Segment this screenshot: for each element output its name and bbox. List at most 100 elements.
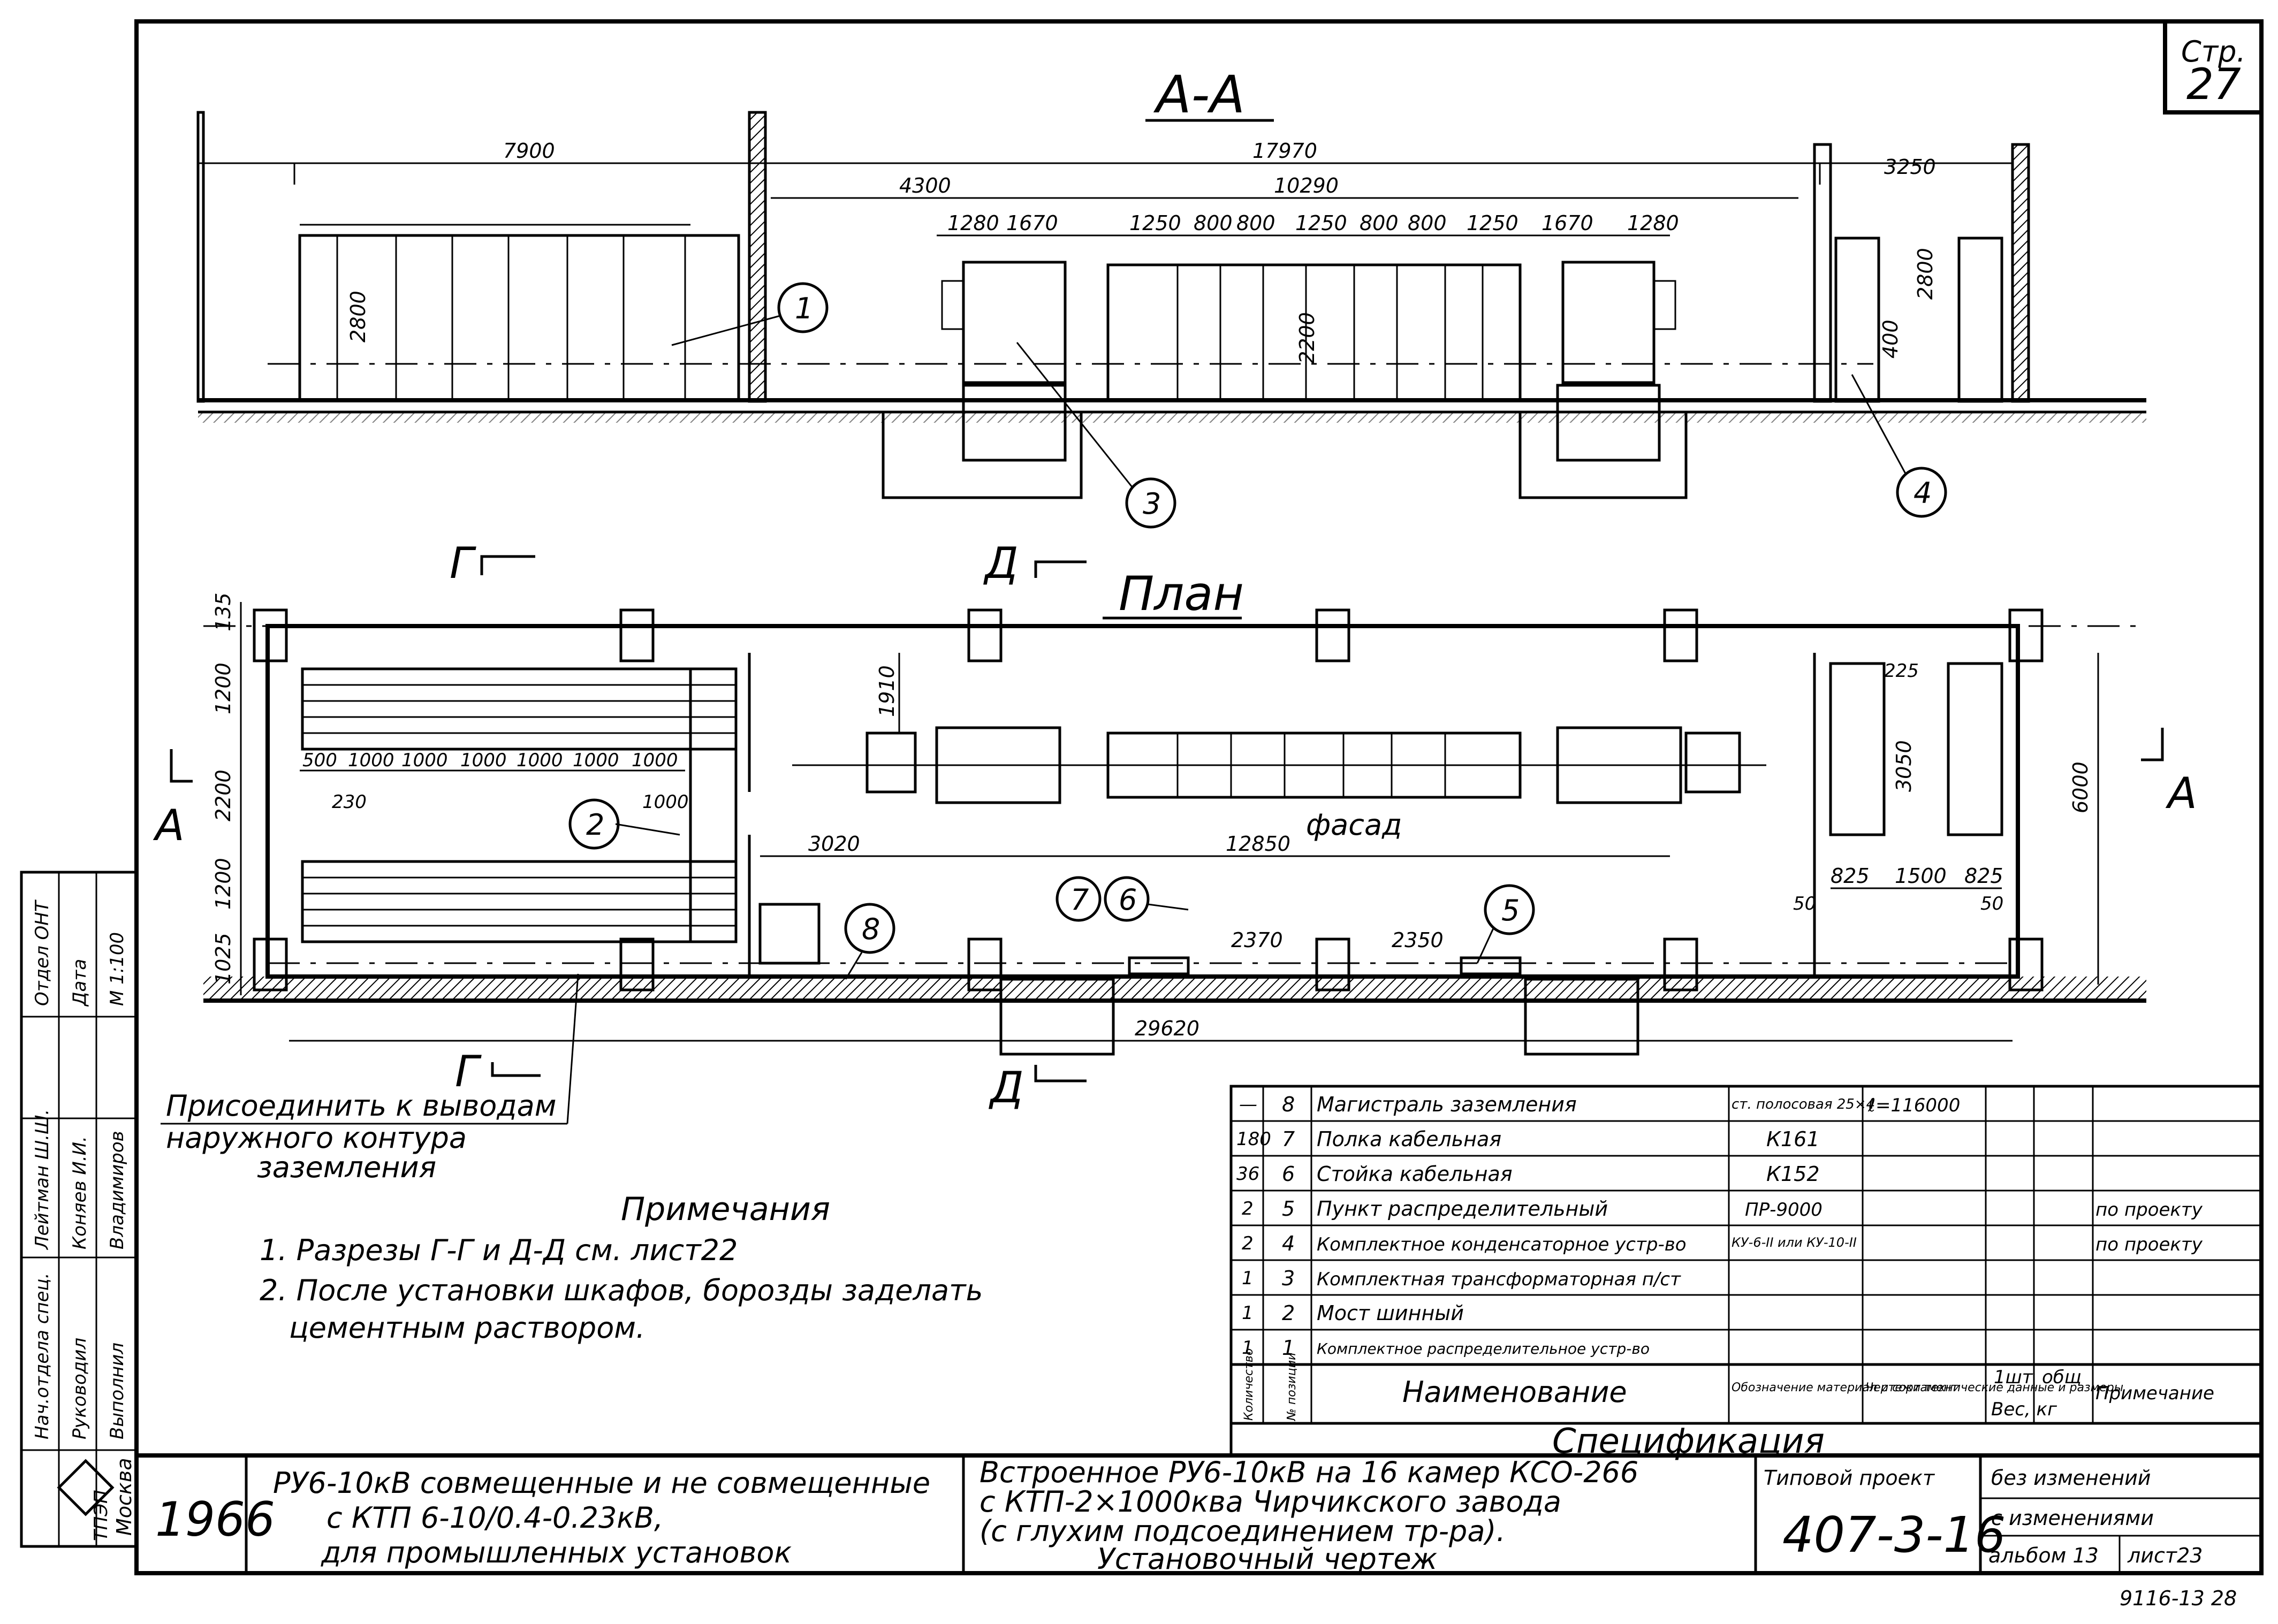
- row7-pos: 7: [1282, 1127, 1295, 1151]
- notes: Примечания 1. Разрезы Г-Г и Д-Д см. лист…: [260, 1191, 983, 1345]
- stamp-org: ТПЭП: [90, 1490, 112, 1541]
- dim-1250-c: 1250: [1467, 211, 1518, 235]
- row8-qty: —: [1239, 1094, 1257, 1115]
- dim-29620: 29620: [1135, 1017, 1199, 1040]
- dim-2800-right: 2800: [1913, 248, 1937, 300]
- row4-pos: 4: [1282, 1232, 1295, 1255]
- switchgear-row-1: [298, 224, 740, 402]
- spec-table: — 8 Магистраль заземления ст. полосовая …: [1229, 1085, 2263, 1461]
- header-designation: Обозначение материал и сортамент: [1732, 1381, 1959, 1394]
- row4-designation: КУ-6-II или КУ-10-II: [1732, 1235, 1857, 1250]
- facade-label: фасад: [1306, 808, 1402, 842]
- dim-1250-b: 1250: [1295, 211, 1347, 235]
- dim-1250-a: 1250: [1129, 211, 1181, 235]
- dim-225: 225: [1884, 660, 1919, 682]
- section-mark-a-left: А: [153, 800, 185, 850]
- row1-pos: 1: [1282, 1336, 1295, 1360]
- changes-with: с изменениями: [1991, 1506, 2154, 1530]
- section-title: А-А: [1153, 65, 1245, 125]
- header-qty: Количество: [1242, 1348, 1256, 1421]
- callout-3: 3: [1143, 487, 1161, 521]
- callout-6: 6: [1119, 883, 1137, 917]
- callout-4: 4: [1913, 476, 1932, 510]
- sheet-number: лист23: [2127, 1544, 2203, 1567]
- header-data: Чертежи технические данные и размеры: [1865, 1381, 2123, 1394]
- plan-view: План: [153, 538, 2197, 1112]
- desc2-line0: Встроенное РУ6-10кВ на 16 камер КСО-266: [979, 1455, 1638, 1489]
- dim-3250: 3250: [1884, 155, 1936, 179]
- desc1-line2: для промышленных установок: [321, 1536, 792, 1569]
- dim-1910: 1910: [875, 665, 899, 717]
- header-note: Примечание: [2095, 1383, 2214, 1404]
- row5-name: Пункт распределительный: [1317, 1197, 1608, 1221]
- dim-135: 135: [211, 592, 235, 631]
- desc1-line0: РУ6-10кВ совмещенные и не совмещенные: [273, 1466, 930, 1500]
- dim-1670-right: 1670: [1542, 211, 1593, 235]
- row2-pos: 2: [1282, 1301, 1295, 1325]
- stamp-city: Москва: [112, 1458, 136, 1536]
- header-total-weight: общ: [2042, 1367, 2082, 1388]
- dim-50-left: 50: [1793, 893, 1816, 914]
- dim-1280-left: 1280: [947, 211, 999, 235]
- org-logo: [57, 1459, 115, 1516]
- stamp-name-2: Владимиров: [107, 1131, 128, 1249]
- desc2-line3: Установочный чертеж: [1097, 1542, 1438, 1576]
- row5-designation: ПР-9000: [1745, 1199, 1823, 1221]
- note-2: 2. После установки шкафов, борозды задел…: [260, 1274, 983, 1307]
- notes-title: Примечания: [621, 1191, 830, 1228]
- dim-2200: 2200: [211, 769, 235, 821]
- dim-800-d: 800: [1408, 211, 1447, 235]
- row2-qty: 1: [1242, 1302, 1254, 1324]
- dim-3050: 3050: [1892, 740, 1916, 792]
- connect-note-line2: наружного контура: [166, 1121, 467, 1155]
- section-mark-g-top: Г: [450, 538, 476, 588]
- callout-5: 5: [1501, 894, 1520, 927]
- dim-825-right: 825: [1964, 864, 2003, 888]
- row5-note: по проекту: [2095, 1199, 2203, 1221]
- row1-qty: 1: [1242, 1337, 1254, 1359]
- stamp-year: 1966: [155, 1492, 275, 1547]
- dim-1000-a: 1000: [348, 750, 394, 771]
- section-mark-d-top: Д: [983, 538, 1019, 588]
- dim-10290: 10290: [1274, 174, 1339, 197]
- dim-6000: 6000: [2069, 761, 2092, 813]
- dim-1000-c: 1000: [460, 750, 507, 771]
- dim-1670-left: 1670: [1006, 211, 1058, 235]
- row5-pos: 5: [1282, 1197, 1295, 1221]
- row8-pos: 8: [1282, 1093, 1295, 1116]
- connect-note-line3: заземления: [257, 1150, 436, 1184]
- row3-pos: 3: [1282, 1267, 1295, 1290]
- stamp-name-1: Коняев И.И.: [69, 1136, 90, 1249]
- dim-825-left: 825: [1831, 864, 1870, 888]
- left-stamp: Нач.отдела спец. Руководил Выполнил Лейт…: [20, 871, 138, 1548]
- stamp-role-2: Выполнил: [107, 1343, 128, 1439]
- dim-400: 400: [1879, 319, 1902, 359]
- dim-1000-f: 1000: [632, 750, 678, 771]
- desc2-line1: с КТП-2×1000ква Чирчикского завода: [979, 1485, 1561, 1519]
- row6-name: Стойка кабельная: [1317, 1162, 1513, 1186]
- stamp-scale: М 1:100: [107, 932, 128, 1006]
- row4-name: Комплектное конденсаторное устр-во: [1317, 1234, 1687, 1255]
- row1-name: Комплектное распределительное устр-во: [1317, 1340, 1650, 1358]
- row7-designation: К161: [1766, 1127, 1820, 1151]
- row2-name: Мост шинный: [1317, 1301, 1464, 1325]
- stamp-dept: Отдел ОНТ: [32, 899, 53, 1006]
- row8-data: ℓ=116000: [1867, 1095, 1960, 1116]
- dim-50-right: 50: [1980, 893, 2003, 914]
- dim-1000-g: 1000: [642, 791, 689, 813]
- header-name: Наименование: [1402, 1375, 1627, 1409]
- callout-7: 7: [1070, 883, 1089, 917]
- dim-3020: 3020: [808, 832, 860, 856]
- row3-qty: 1: [1242, 1268, 1254, 1289]
- desc1-line1: с КТП 6-10/0.4-0.23кВ,: [326, 1501, 663, 1535]
- ground-connection-note: Присоединить к выводам наружного контура…: [161, 973, 579, 1184]
- stamp-role-0: Нач.отдела спец.: [32, 1273, 53, 1440]
- plan-title: План: [1119, 566, 1244, 621]
- desc2-line2: (с глухим подсоединением тр-ра).: [979, 1514, 1506, 1548]
- album-number: альбом 13: [1988, 1544, 2099, 1567]
- dim-1500: 1500: [1895, 864, 1947, 888]
- page-label: Стр.: [2181, 35, 2246, 68]
- header-weight: Вес, кг: [1991, 1399, 2057, 1420]
- dim-800-b: 800: [1236, 211, 1275, 235]
